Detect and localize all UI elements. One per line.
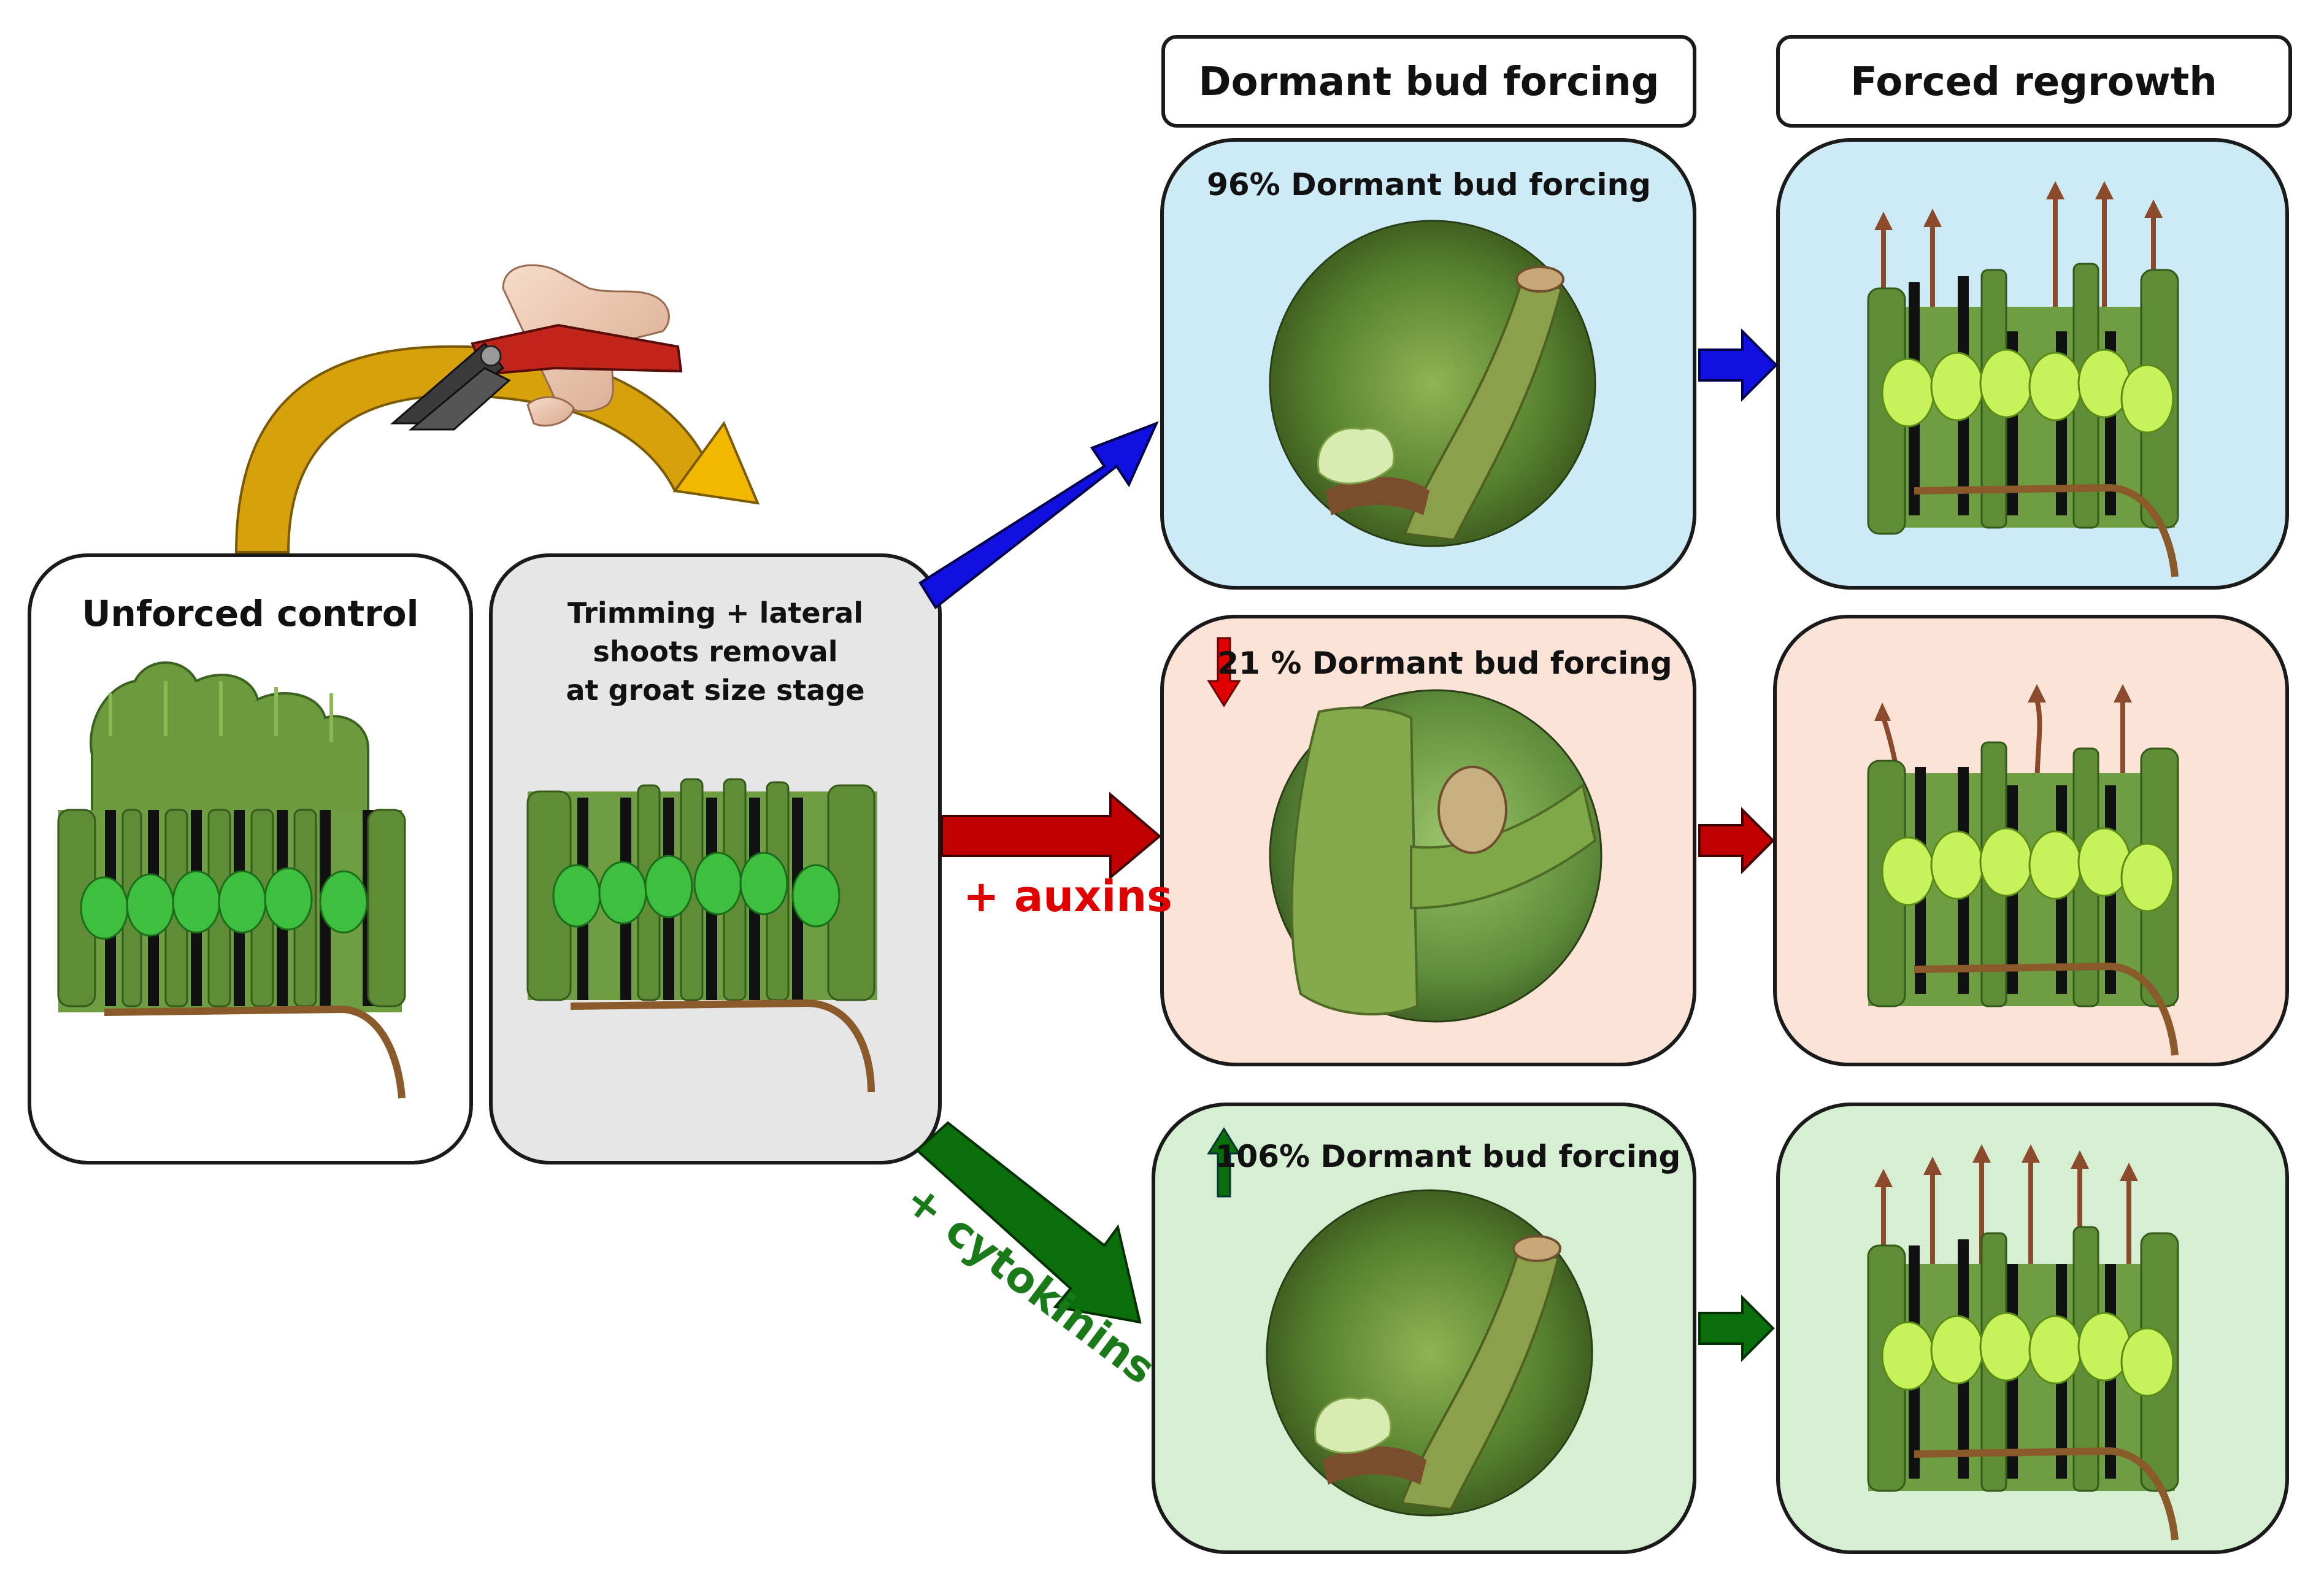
red-arrow <box>941 791 1162 880</box>
bud-photo-icon <box>1269 220 1596 547</box>
trim-line1: Trimming + lateral <box>568 596 863 629</box>
row3-small-arrow <box>1698 1295 1775 1362</box>
vine-canopy-icon <box>1867 1144 2179 1541</box>
row1-forced-panel <box>1776 138 2289 590</box>
bud-photo-icon <box>1266 1189 1593 1517</box>
row2-small-arrow <box>1698 807 1775 874</box>
decrease-arrow-icon <box>1207 637 1241 707</box>
row3-forced-panel <box>1776 1103 2289 1554</box>
vine-canopy-icon <box>1867 181 2179 577</box>
blue-arrow <box>918 421 1159 609</box>
row1-dormant-panel: 96% Dormant bud forcing <box>1160 138 1696 590</box>
green-arrow <box>915 1121 1142 1324</box>
row2-forced-panel <box>1773 615 2289 1066</box>
row2-label: 21 % Dormant bud forcing <box>1217 645 1672 681</box>
control-panel: Unforced control <box>28 553 473 1164</box>
auxins-label: + auxins <box>963 871 1172 922</box>
trim-panel: Trimming + lateral shoots removal at gro… <box>489 553 942 1164</box>
trim-line2: shoots removal <box>593 635 838 668</box>
row3-dormant-panel: 106% Dormant bud forcing <box>1152 1103 1696 1554</box>
row1-small-arrow <box>1698 328 1778 402</box>
control-title: Unforced control <box>82 593 418 634</box>
header-forced: Forced regrowth <box>1776 35 2292 128</box>
vine-canopy-icon <box>57 661 406 1099</box>
row1-label: 96% Dormant bud forcing <box>1207 167 1651 202</box>
pruning-shears-icon <box>390 264 683 431</box>
vine-canopy-icon <box>1867 684 2179 1056</box>
bud-photo-icon <box>1269 689 1603 1023</box>
vine-canopy-icon <box>526 778 877 1093</box>
header-forced-text: Forced regrowth <box>1850 60 2217 105</box>
row2-dormant-panel: 21 % Dormant bud forcing <box>1160 615 1696 1066</box>
header-dormant-text: Dormant bud forcing <box>1198 60 1659 105</box>
header-dormant: Dormant bud forcing <box>1161 35 1696 128</box>
row3-label: 106% Dormant bud forcing <box>1215 1139 1681 1174</box>
trim-line3: at groat size stage <box>566 674 865 707</box>
increase-arrow-icon <box>1207 1127 1241 1198</box>
